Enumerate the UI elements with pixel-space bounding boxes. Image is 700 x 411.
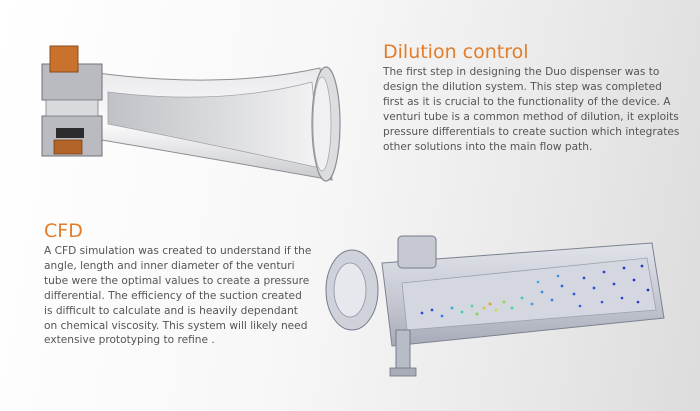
venturi-tube-illustration [41,45,341,182]
cfd-simulation-illustration [325,235,665,377]
dilution-control-body: The first step in designing the Duo disp… [383,66,680,153]
cfd-section: CFD A CFD simulation was created to unde… [44,220,312,348]
cfd-heading: CFD [44,220,83,242]
dilution-control-heading: Dilution control [383,41,529,63]
cfd-body: A CFD simulation was created to understa… [44,245,312,347]
dilution-control-section: Dilution control The first step in desig… [383,41,683,154]
